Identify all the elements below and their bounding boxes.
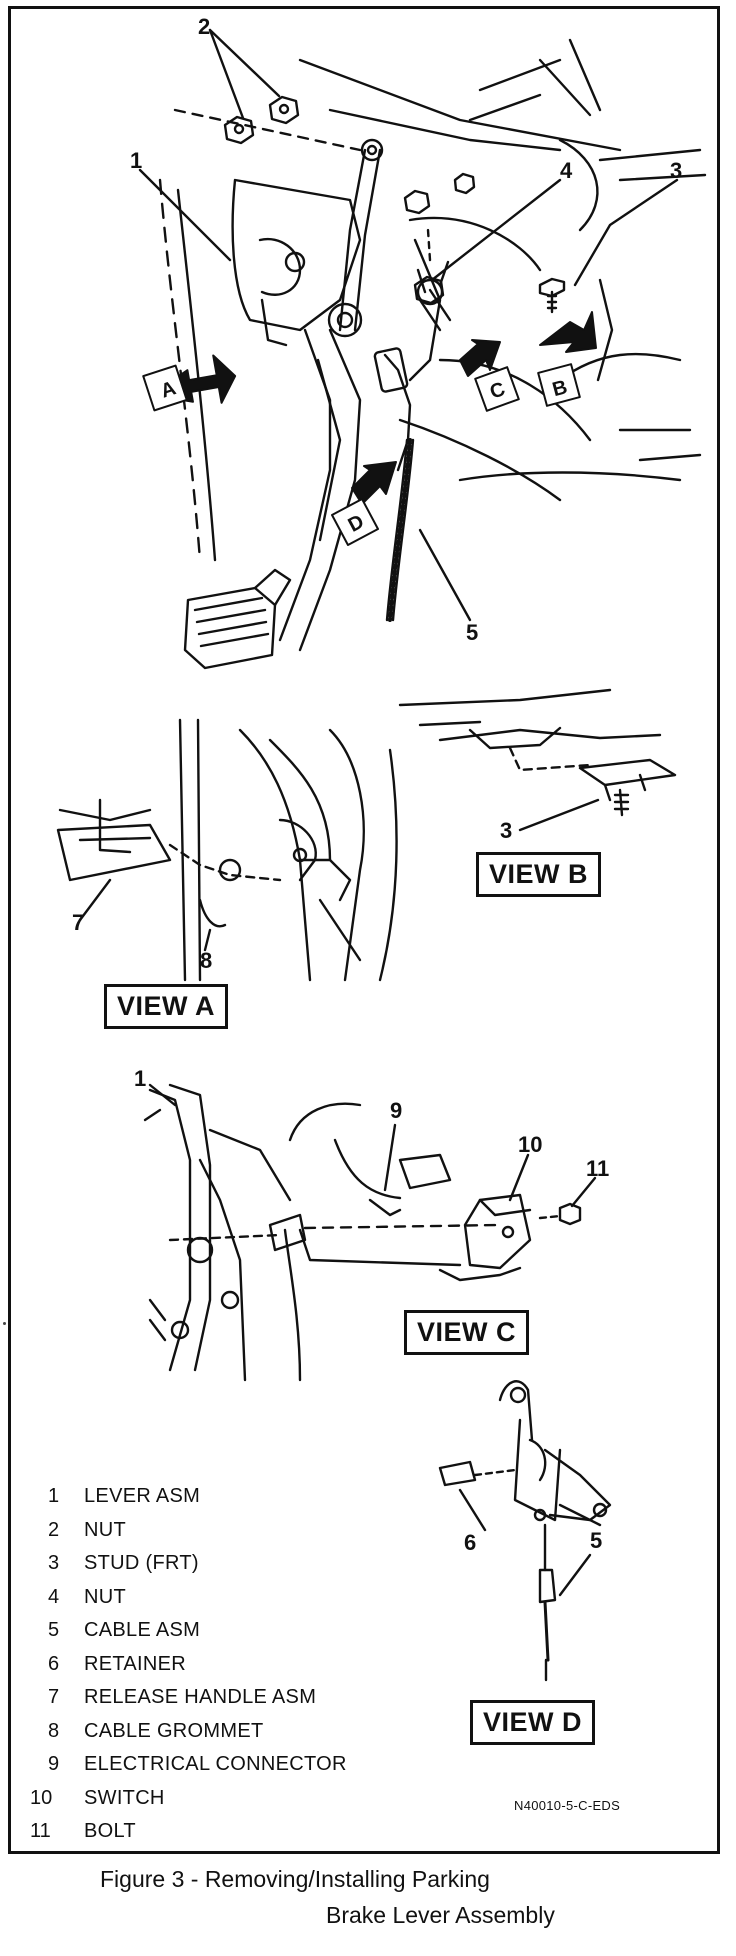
legend-label: LEVER ASM — [84, 1485, 201, 1508]
arrow-a — [142, 354, 237, 412]
legend-label: CABLE GROMMET — [84, 1719, 264, 1742]
legend-label: RELEASE HANDLE ASM — [84, 1686, 317, 1709]
legend-number: 2 — [48, 1518, 60, 1541]
legend-item: 5 CABLE ASM — [22, 1614, 442, 1648]
main-assembly-illustration — [138, 28, 707, 670]
callout-8: 8 — [200, 948, 213, 973]
arrow-d — [331, 461, 397, 546]
legend-label: NUT — [84, 1585, 127, 1608]
callout-9: 9 — [390, 1098, 403, 1123]
view-c-illustration — [143, 1083, 597, 1382]
arrow-a-letter: A — [158, 377, 179, 402]
view-b-label: VIEW B — [476, 852, 602, 897]
view-arrows — [142, 311, 597, 546]
view-d-illustration — [438, 1380, 612, 1682]
callout-3-view-b: 3 — [500, 818, 513, 843]
arrow-b-letter: B — [550, 376, 570, 401]
callout-1-top: 1 — [130, 148, 143, 173]
callout-4-top: 4 — [560, 158, 573, 183]
legend-label: SWITCH — [84, 1786, 165, 1809]
legend-number: 9 — [48, 1753, 60, 1776]
legend-item: 3 STUD (FRT) — [22, 1547, 442, 1581]
callout-6: 6 — [464, 1530, 477, 1555]
legend-number: 10 — [30, 1786, 53, 1809]
legend-number: 8 — [48, 1719, 60, 1742]
legend-number: 3 — [48, 1552, 60, 1575]
legend-item: 6 RETAINER — [22, 1648, 442, 1682]
legend-item: 4 NUT — [22, 1581, 442, 1615]
callout-10: 10 — [518, 1132, 543, 1157]
view-b-illustration — [398, 688, 677, 832]
callout-1-view-c: 1 — [134, 1066, 147, 1091]
legend-item: 7 RELEASE HANDLE ASM — [22, 1681, 442, 1715]
legend-item: 9 ELECTRICAL CONNECTOR — [22, 1748, 442, 1782]
legend-number: 1 — [48, 1485, 60, 1508]
margin-mark — [3, 1322, 6, 1325]
callout-7: 7 — [72, 910, 85, 935]
arrow-c-letter: C — [487, 378, 508, 404]
legend-number: 6 — [48, 1652, 60, 1675]
view-a-illustration — [56, 718, 398, 982]
legend-item: 11 BOLT — [22, 1815, 442, 1849]
view-a-label: VIEW A — [104, 984, 229, 1029]
view-d-label: VIEW D — [470, 1700, 596, 1745]
legend-number: 7 — [48, 1686, 60, 1709]
legend-label: NUT — [84, 1518, 127, 1541]
legend-number: 4 — [48, 1585, 60, 1608]
legend-item: 10 SWITCH — [22, 1782, 442, 1816]
legend-label: STUD (FRT) — [84, 1552, 199, 1575]
legend-label: BOLT — [84, 1820, 136, 1843]
legend-number: 11 — [30, 1820, 51, 1843]
legend-item: 8 CABLE GROMMET — [22, 1715, 442, 1749]
callout-5-top: 5 — [466, 620, 479, 645]
callout-3-top: 3 — [670, 158, 683, 183]
legend-item: 1 LEVER ASM — [22, 1480, 442, 1514]
caption-line-1: Figure 3 - Removing/Installing Parking — [100, 1866, 490, 1892]
document-id: N40010-5-C-EDS — [514, 1798, 621, 1813]
caption-line-2: Brake Lever Assembly — [326, 1902, 555, 1928]
callout-2-top: 2 — [198, 14, 211, 39]
view-c-label: VIEW C — [404, 1310, 530, 1355]
legend-label: ELECTRICAL CONNECTOR — [84, 1753, 347, 1776]
arrow-b — [537, 311, 597, 407]
legend-label: CABLE ASM — [84, 1619, 201, 1642]
callout-5-view-d: 5 — [590, 1528, 603, 1553]
legend-number: 5 — [48, 1619, 60, 1642]
arrow-c — [459, 339, 520, 412]
figure-frame — [8, 6, 720, 1854]
legend-label: RETAINER — [84, 1652, 187, 1675]
callout-11: 11 — [586, 1156, 610, 1181]
legend-item: 2 NUT — [22, 1514, 442, 1548]
